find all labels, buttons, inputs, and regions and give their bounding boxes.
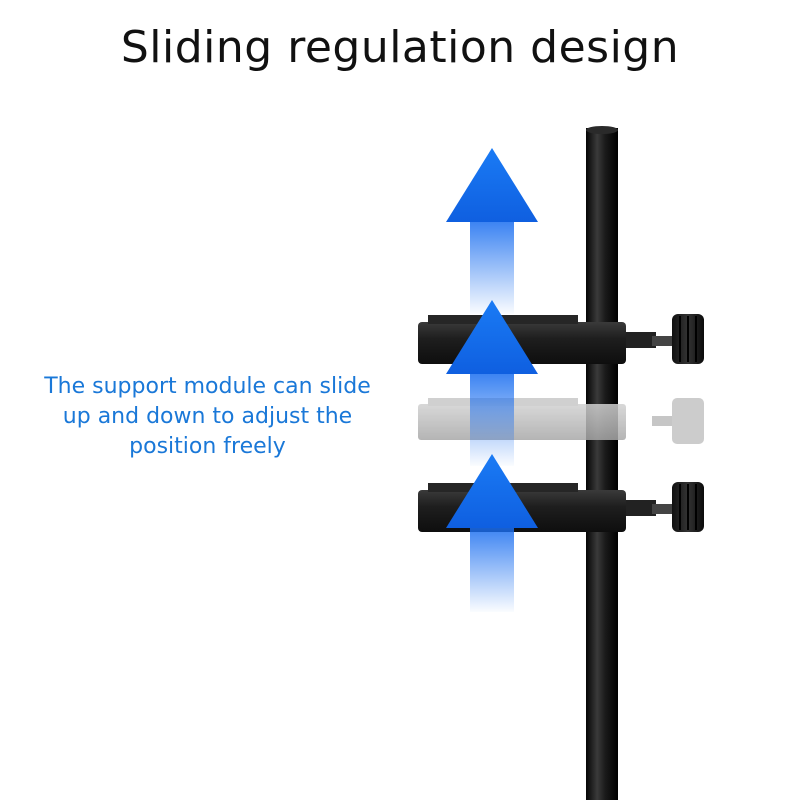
knob-icon <box>672 314 704 364</box>
page-title: Sliding regulation design <box>120 22 680 73</box>
caption-line-3: position freely <box>129 434 286 459</box>
up-arrow-icon <box>446 148 538 314</box>
up-arrow-icon <box>446 454 538 612</box>
ghost-bracket <box>418 398 704 444</box>
support-rod <box>586 126 618 800</box>
caption-line-2: up and down to adjust the <box>62 404 353 429</box>
knob-icon <box>672 482 704 532</box>
caption-line-1: The support module can slide <box>44 374 371 399</box>
up-arrow-icon <box>446 300 538 466</box>
caption-text: The support module can slide up and down… <box>10 372 405 462</box>
